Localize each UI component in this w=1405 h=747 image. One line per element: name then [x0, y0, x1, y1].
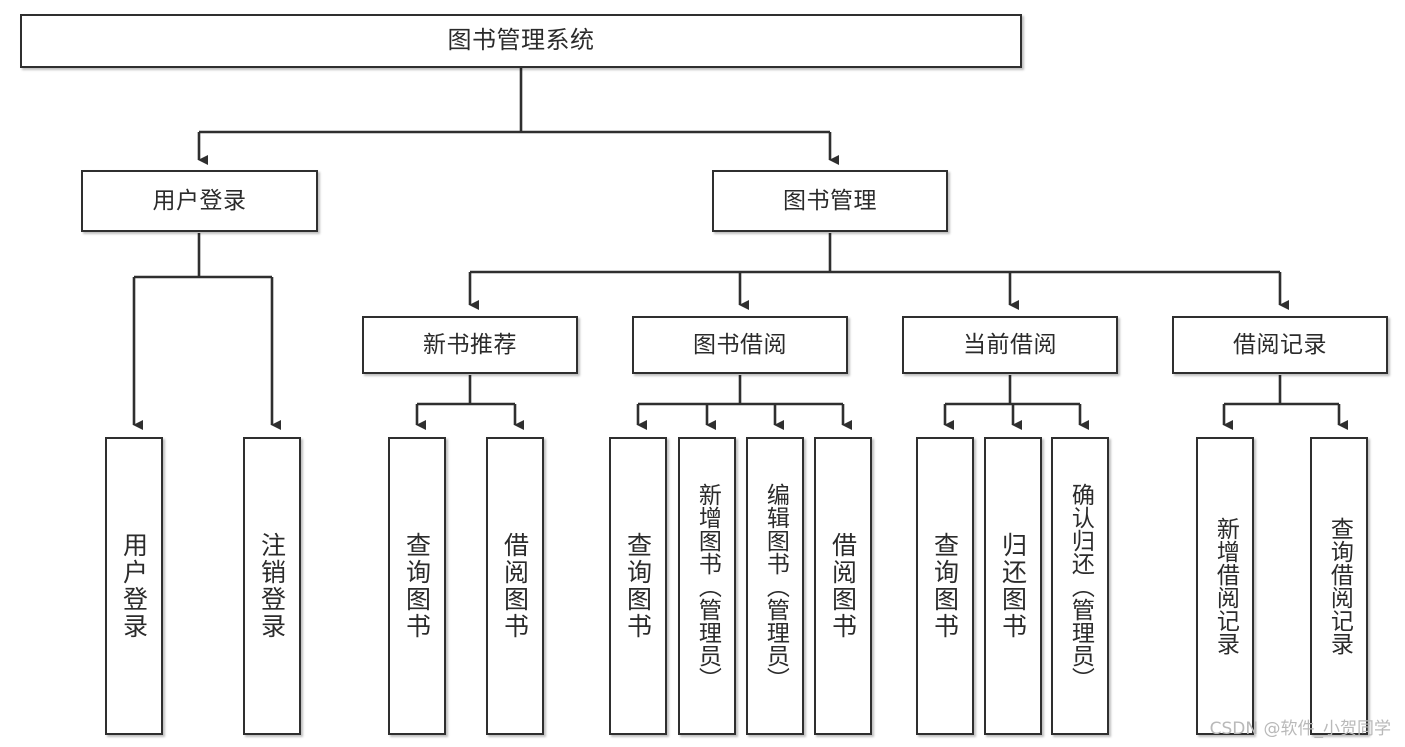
node-book-management[interactable]: 图书管理 — [712, 170, 948, 232]
leaf-current-confirm-return-admin[interactable]: 确认归还（管理员） — [1051, 437, 1109, 735]
node-label: 当前借阅 — [963, 331, 1057, 358]
leaf-borrow-borrow-book[interactable]: 借阅图书 — [814, 437, 872, 735]
leaf-current-query-book[interactable]: 查询图书 — [916, 437, 974, 735]
leaf-borrow-add-book-admin[interactable]: 新增图书（管理员） — [678, 437, 736, 735]
leaf-user-login-login[interactable]: 用户登录 — [105, 437, 163, 735]
node-label: 查询图书 — [623, 532, 653, 640]
leaf-current-return-book[interactable]: 归还图书 — [984, 437, 1042, 735]
node-current-borrow[interactable]: 当前借阅 — [902, 316, 1118, 374]
leaf-new-book-query[interactable]: 查询图书 — [388, 437, 446, 735]
leaf-new-book-borrow[interactable]: 借阅图书 — [486, 437, 544, 735]
node-label: 新增图书（管理员） — [694, 482, 721, 690]
node-label: 确认归还（管理员） — [1067, 482, 1094, 690]
node-label: 图书管理系统 — [447, 26, 595, 55]
node-label: 归还图书 — [998, 532, 1028, 640]
node-label: 注销登录 — [257, 532, 287, 640]
node-label: 用户登录 — [119, 532, 149, 640]
leaf-borrow-query-book[interactable]: 查询图书 — [609, 437, 667, 735]
node-label: 借阅图书 — [828, 532, 858, 640]
node-label: 编辑图书（管理员） — [762, 482, 789, 690]
node-label: 查询图书 — [930, 532, 960, 640]
node-label: 新增借阅记录 — [1212, 517, 1239, 655]
node-label: 用户登录 — [152, 187, 247, 214]
node-user-login[interactable]: 用户登录 — [81, 170, 318, 232]
watermark: CSDN @软件_小贺同学 — [1209, 719, 1391, 739]
leaf-record-query-record[interactable]: 查询借阅记录 — [1310, 437, 1368, 735]
node-label: 图书管理 — [783, 187, 877, 214]
node-label: 借阅记录 — [1233, 331, 1327, 358]
node-label: 查询图书 — [402, 532, 432, 640]
node-book-borrow[interactable]: 图书借阅 — [632, 316, 848, 374]
node-borrow-record[interactable]: 借阅记录 — [1172, 316, 1388, 374]
node-root-system[interactable]: 图书管理系统 — [20, 14, 1022, 68]
leaf-borrow-edit-book-admin[interactable]: 编辑图书（管理员） — [746, 437, 804, 735]
leaf-user-login-logout[interactable]: 注销登录 — [243, 437, 301, 735]
node-label: 图书借阅 — [693, 331, 787, 358]
node-label: 新书推荐 — [423, 331, 517, 358]
node-label: 借阅图书 — [500, 532, 530, 640]
leaf-record-add-record[interactable]: 新增借阅记录 — [1196, 437, 1254, 735]
node-label: 查询借阅记录 — [1326, 517, 1353, 655]
node-new-book-recommend[interactable]: 新书推荐 — [362, 316, 578, 374]
